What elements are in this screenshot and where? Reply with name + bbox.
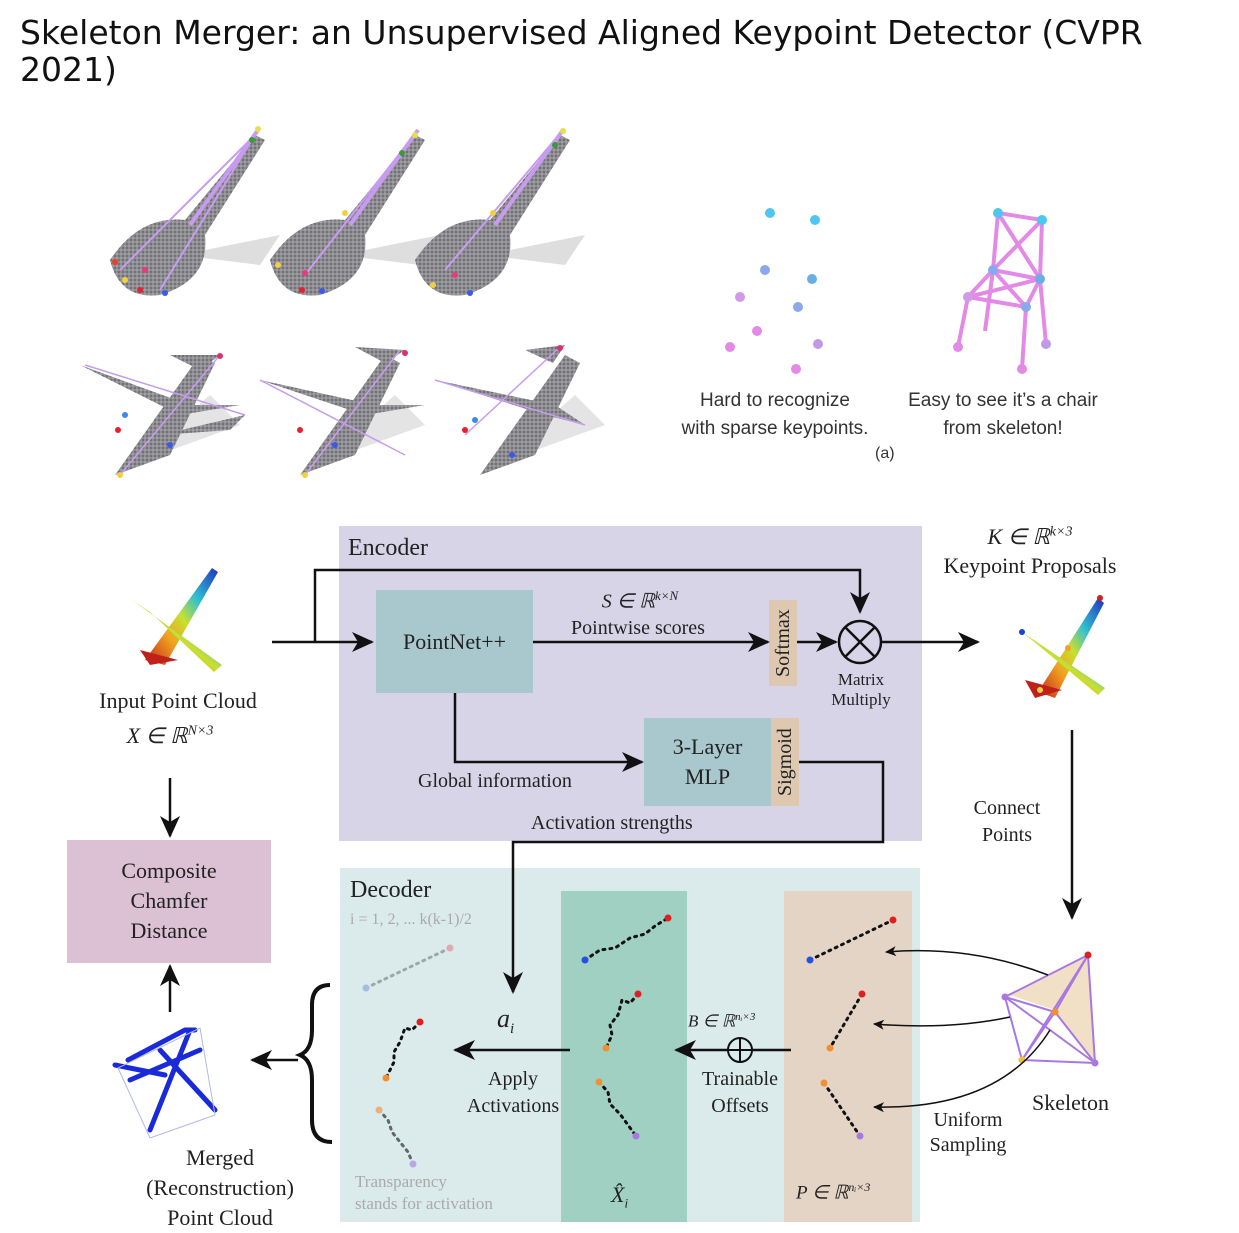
teaser-shapes-figure: [80, 126, 605, 478]
skeleton-label: Skeleton: [1032, 1090, 1109, 1115]
guitar-point-cloud-2: [270, 128, 440, 296]
chair-skeleton: [956, 211, 1048, 370]
index-note: i = 1, 2, ... k(k-1)/2: [350, 911, 472, 928]
p-column: [784, 891, 912, 1222]
scores-math: S ∈ ℝk×N: [601, 588, 679, 613]
input-point-cloud-label: Input Point Cloud: [99, 688, 257, 713]
merged-point-cloud: [112, 1027, 218, 1139]
b-math: B ∈ ℝnᵢ×3: [688, 1011, 756, 1031]
pointnet-block: PointNet++: [376, 590, 533, 693]
input-point-cloud-airplane: [132, 568, 222, 672]
global-information-label: Global information: [418, 770, 572, 792]
merged-point-cloud-label: Merged(Reconstruction)Point Cloud: [146, 1145, 294, 1230]
p-math: P ∈ ℝnᵢ×3: [796, 1180, 871, 1204]
keypoints-math: K ∈ ℝk×3: [987, 524, 1073, 549]
airplane-point-cloud-2: [259, 347, 425, 478]
keypoint-proposals-label: Keypoint Proposals: [943, 553, 1117, 578]
chair-keypoints-figure: [725, 208, 1051, 374]
skeleton-graph: [1001, 951, 1099, 1067]
activation-ai: ai: [497, 1004, 515, 1038]
merge-brace: [294, 983, 333, 1144]
keypoint-proposals-airplane: [1019, 595, 1105, 698]
guitar-point-cloud-3: [415, 128, 585, 296]
airplane-point-cloud-1: [80, 353, 246, 478]
softmax-block: Softmax: [769, 600, 797, 686]
xhat-column: [561, 891, 687, 1222]
sparse-keypoints: [725, 208, 823, 374]
airplane-point-cloud-3: [434, 345, 605, 475]
decoder-title: Decoder: [350, 877, 432, 903]
panel-tag: (a): [875, 445, 895, 462]
guitar-point-cloud-1: [110, 126, 280, 296]
page-title: Skeleton Merger: an Unsupervised Aligned…: [20, 13, 1143, 89]
pointwise-scores-label: Pointwise scores: [571, 617, 705, 639]
xhat-math: X̂i: [611, 1182, 629, 1211]
input-math: X ∈ ℝN×3: [126, 723, 214, 748]
activation-strengths-label: Activation strengths: [531, 812, 693, 834]
encoder-title: Encoder: [348, 535, 428, 561]
sigmoid-block: Sigmoid: [771, 718, 799, 806]
